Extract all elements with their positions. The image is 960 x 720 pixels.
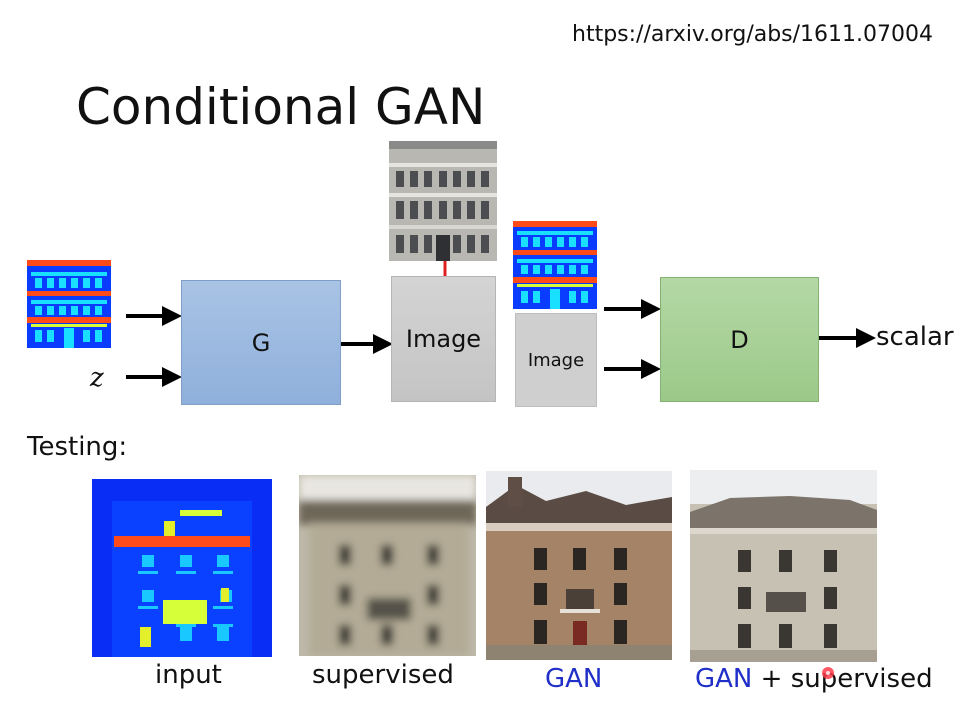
real-photo-thumbnail: [389, 141, 497, 261]
real-image-label: Image: [527, 349, 585, 371]
generator-label: G: [251, 328, 271, 357]
noise-z-label: z: [90, 363, 104, 393]
scalar-output-label: scalar: [876, 322, 954, 352]
discriminator-box: D: [660, 277, 819, 402]
caption-supervised: supervised: [312, 660, 454, 690]
test-supervised-output: [299, 475, 476, 656]
test-gan-supervised-output: [690, 470, 877, 662]
generated-image-box: Image: [391, 276, 496, 402]
caption-input: input: [155, 660, 222, 690]
label-map-input-thumbnail: [27, 260, 111, 348]
test-gan-output: [486, 471, 672, 660]
generated-image-label: Image: [405, 325, 482, 353]
testing-label: Testing:: [27, 432, 128, 462]
caption-gan-prefix: GAN: [695, 664, 753, 694]
caption-supervised-suffix: + supervised: [752, 664, 933, 694]
caption-gan: GAN: [545, 664, 603, 694]
discriminator-label: D: [730, 325, 749, 354]
test-input-label-map: [92, 479, 272, 657]
slide-title: Conditional GAN: [76, 78, 486, 136]
laser-pointer-dot: [822, 667, 834, 679]
label-map-condition-thumbnail: [513, 221, 597, 309]
paper-url: https://arxiv.org/abs/1611.07004: [572, 22, 934, 47]
generator-box: G: [181, 280, 341, 405]
caption-gan-plus-supervised: GAN + supervised: [695, 664, 933, 694]
real-image-box: Image: [515, 313, 597, 407]
